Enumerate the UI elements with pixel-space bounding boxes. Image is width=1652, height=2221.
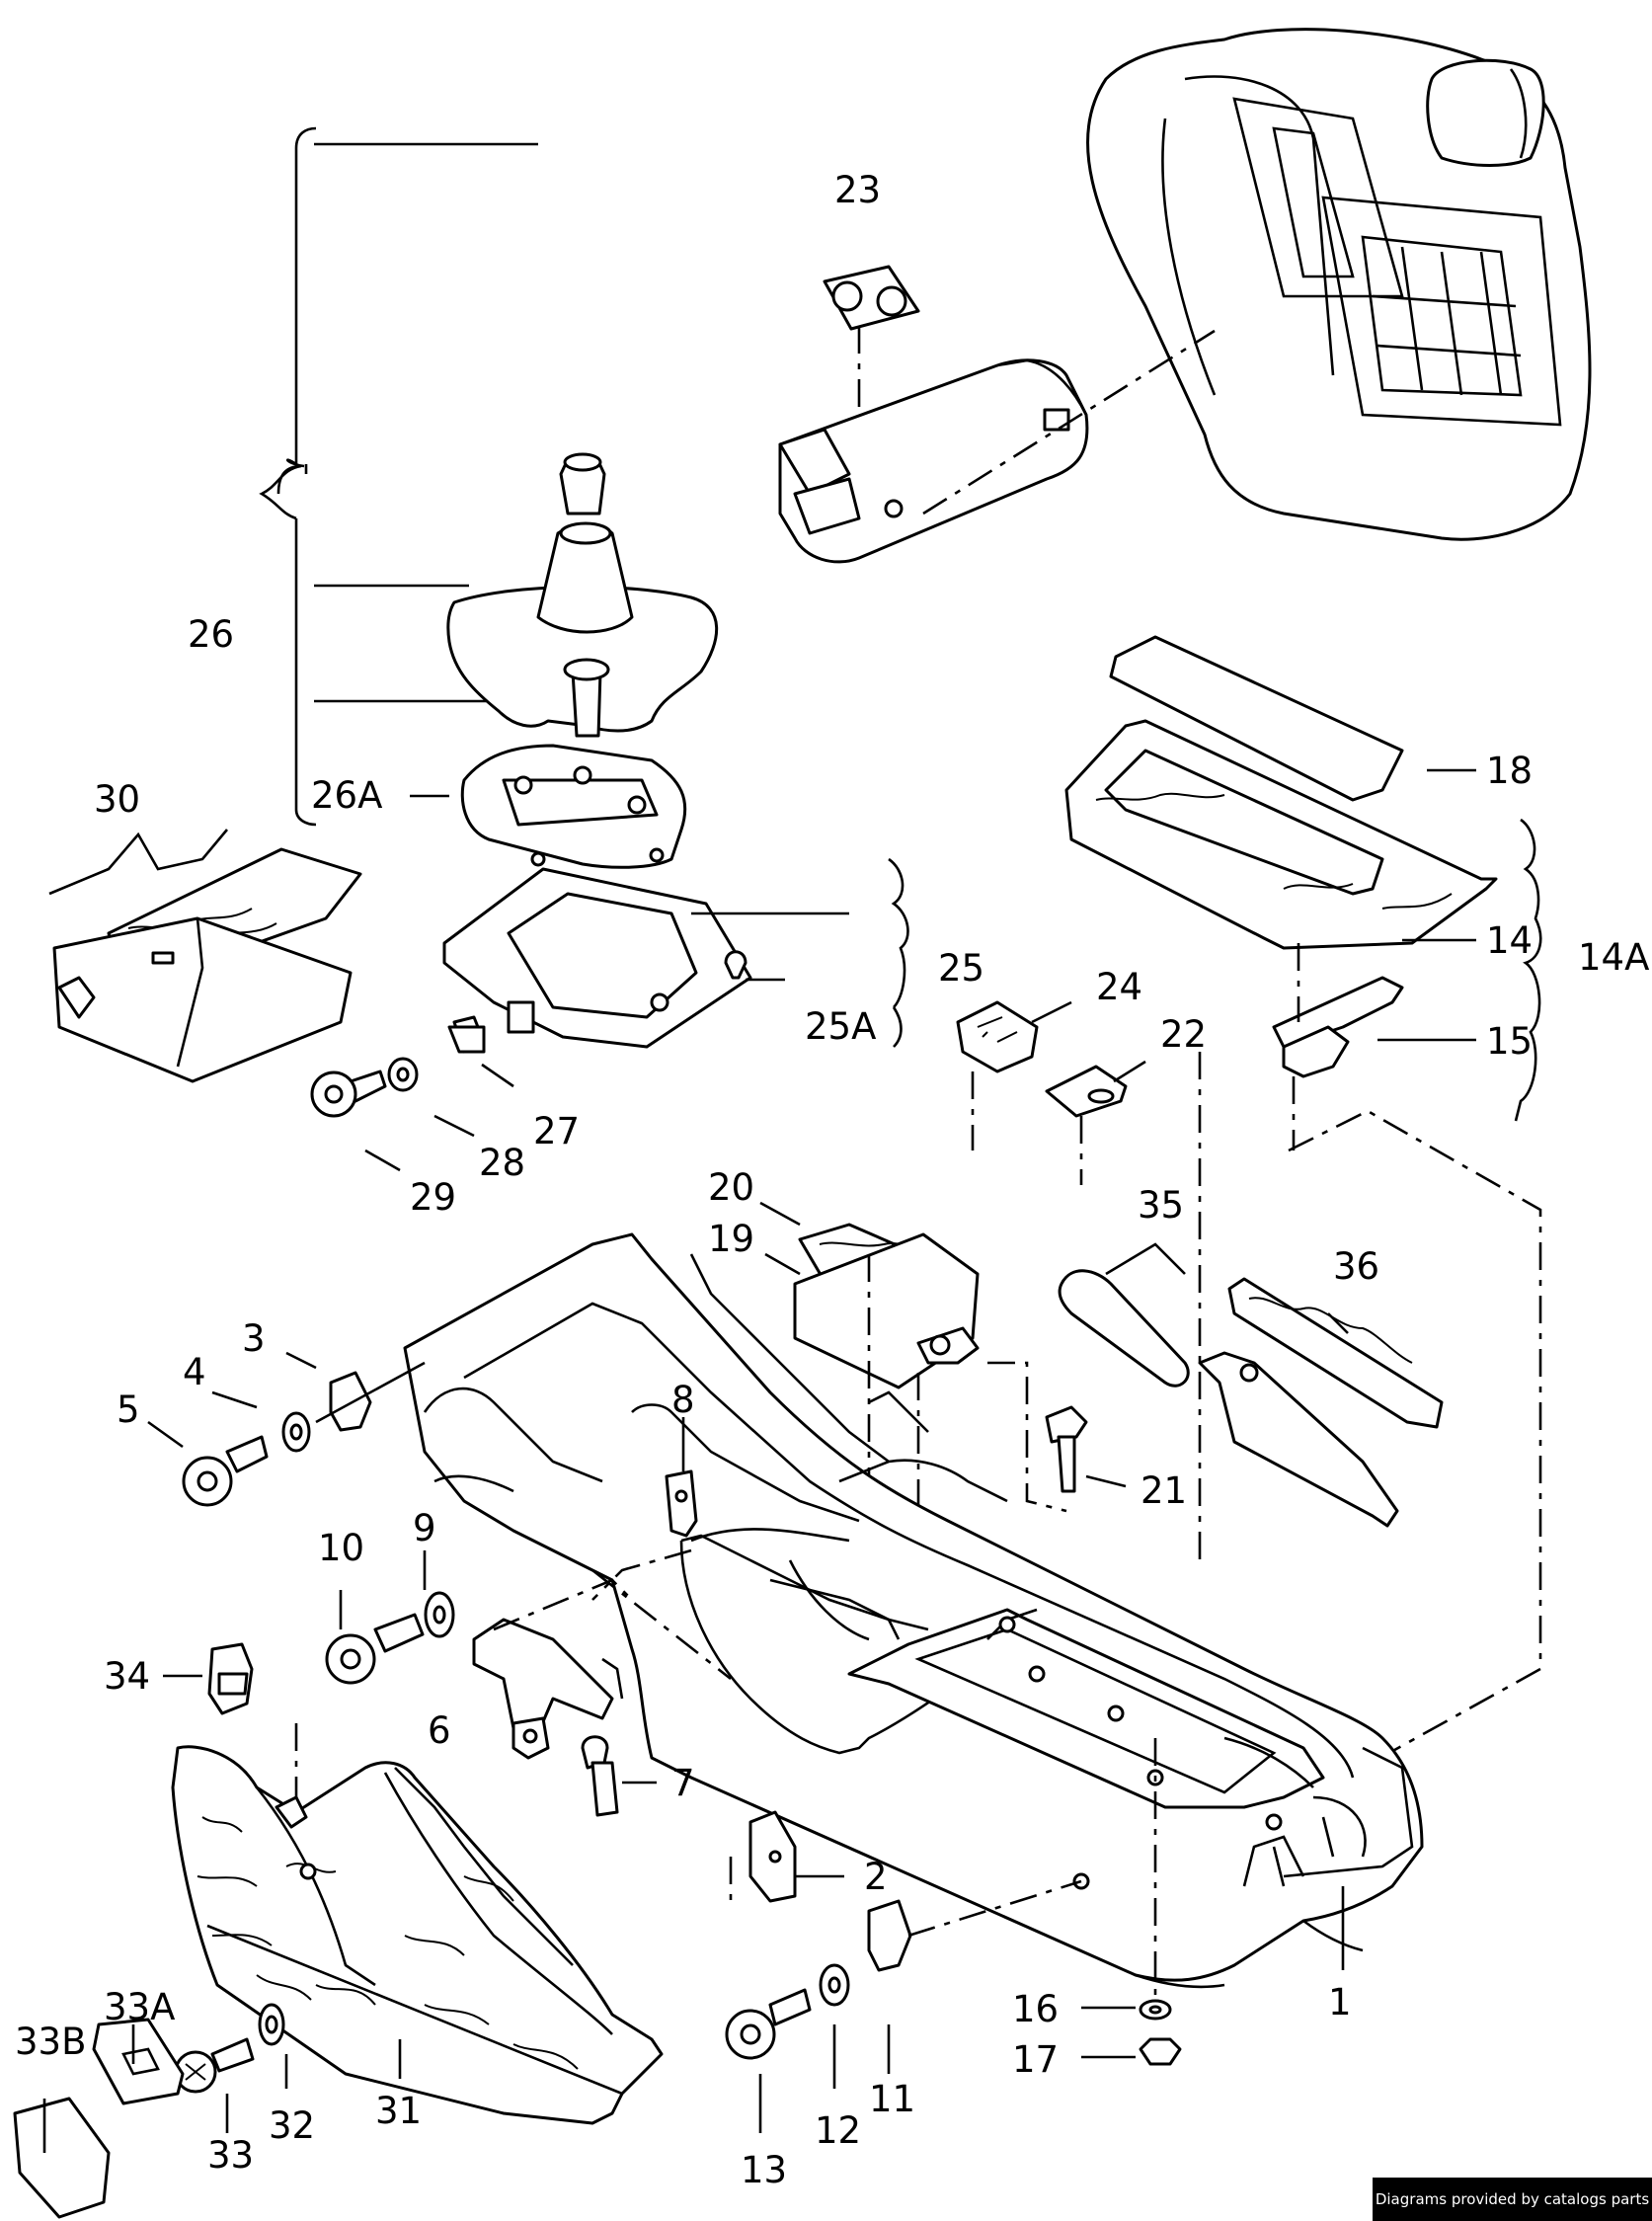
callout-10: 10 [318,1527,364,1569]
callout-29: 29 [410,1176,456,1219]
callout-26: 26 [188,613,234,656]
bracket-8 [665,1417,698,1538]
callout-7: 7 [671,1762,695,1804]
callout-33B: 33B [15,2021,86,2063]
callout-15: 15 [1486,1020,1533,1063]
callout-25: 25 [938,947,984,990]
callout-22: 22 [1160,1013,1207,1056]
callout-36: 36 [1333,1245,1379,1288]
callout-16: 16 [1012,1988,1059,2030]
bolt-27-29 [310,1015,514,1172]
callout-23: 23 [834,169,881,211]
callout-19: 19 [708,1218,754,1260]
bolt-3-5 [147,1351,426,1507]
callout-2: 2 [864,1856,888,1898]
callout-1: 1 [1328,1981,1352,2023]
callout-14: 14 [1486,919,1533,962]
callout-13: 13 [741,2149,787,2191]
callout-8: 8 [671,1379,695,1421]
shift-plate [442,857,909,1049]
callout-32: 32 [269,2104,315,2147]
storage-tray [48,829,362,1083]
callout-28: 28 [479,1142,525,1184]
callout-35: 35 [1138,1184,1184,1227]
callout-17: 17 [1012,2038,1059,2081]
callout-3: 3 [242,1317,266,1360]
armrest-assembly [778,265,1216,564]
bolt-7 [581,1735,657,1817]
callout-24: 24 [1096,966,1142,1008]
callout-21: 21 [1141,1469,1187,1512]
callout-33: 33 [207,2134,254,2177]
callout-31: 31 [375,2090,422,2132]
callout-14A: 14A [1578,936,1649,979]
washer-nut-16-17 [1081,1886,1345,2066]
screw-and-covers [13,2003,288,2219]
callout-25A: 25A [805,1005,876,1048]
guide-lines-right [1198,1052,1542,1770]
console-lid-group [1064,635,1542,1150]
callout-27: 27 [533,1110,580,1152]
callout-9: 9 [413,1507,436,1549]
callout-labels: 23 26 26A 30 25 25A 27 28 29 18 14 14A 1… [15,169,1649,2191]
cup-holder-parts [956,1000,1146,1185]
callout-12: 12 [815,2109,861,2152]
gear-boot-group [259,126,719,869]
callout-11: 11 [869,2078,915,2120]
small-box-19 [759,1201,980,1570]
bracket-6 [472,1578,633,1760]
callout-33A: 33A [104,1986,175,2028]
handbrake-parts [1058,1242,1444,1528]
callout-18: 18 [1486,750,1533,792]
callout-26A: 26A [311,774,382,817]
center-console-body [403,1232,1424,1995]
clip-2 [729,1810,844,1903]
callout-34: 34 [104,1655,150,1698]
bolt-9-10 [325,1550,455,1685]
credit-banner: Diagrams provided by catalogs parts [1373,2178,1652,2221]
callout-5: 5 [117,1388,140,1431]
callout-6: 6 [428,1709,451,1752]
side-trim-panel [171,1745,664,2125]
bolt-11-13 [725,1879,1082,2133]
bolt-21 [987,1361,1127,1513]
callout-30: 30 [94,778,140,821]
callout-20: 20 [708,1166,754,1209]
rear-seat-backrest [1086,28,1592,541]
callout-4: 4 [183,1351,206,1393]
